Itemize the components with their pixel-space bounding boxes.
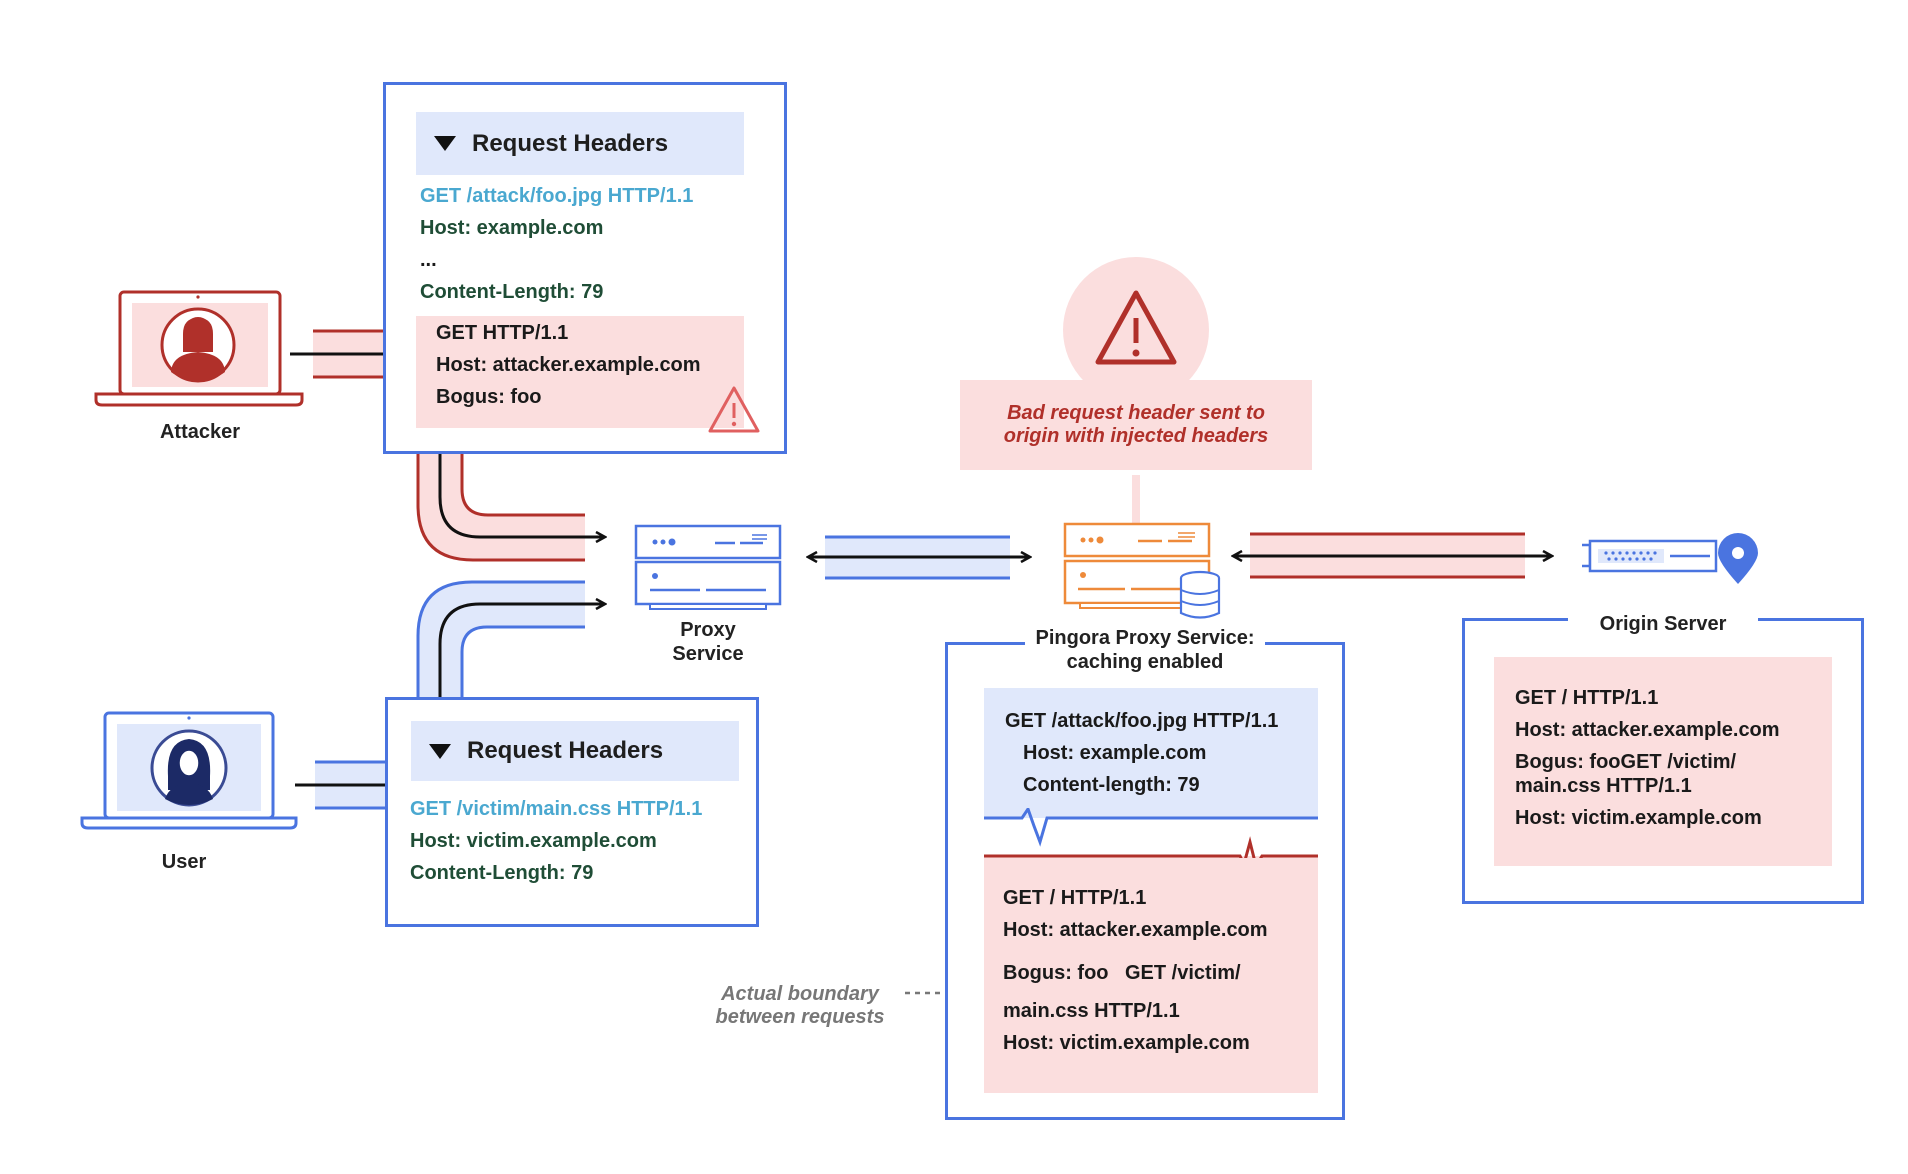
attacker-request-headers-toggle[interactable]: Request Headers <box>416 112 744 175</box>
origin-received-request: GET / HTTP/1.1 Host: attacker.example.co… <box>1494 657 1832 866</box>
origin-server-icon <box>1582 533 1758 584</box>
boundary-note-line2: between requests <box>715 1006 885 1028</box>
proxy-server-icon <box>634 524 782 610</box>
proxy-label-line2: Service <box>672 643 744 665</box>
warning-icon <box>708 386 760 433</box>
pingora-first-line1: GET /attack/foo.jpg HTTP/1.1 <box>1005 710 1279 732</box>
pingora-victim-part: GET /victim/ <box>1125 962 1241 984</box>
collapse-triangle-icon <box>434 136 456 151</box>
cache-database-icon <box>1179 570 1221 620</box>
attacker-connector <box>290 329 383 379</box>
warning-text-line1: Bad request header sent to <box>1007 402 1265 424</box>
pingora-origin-link <box>1233 532 1552 579</box>
attacker-pipe <box>416 452 605 562</box>
pingora-first-line2: Host: example.com <box>1023 742 1207 764</box>
injected-host: Host: attacker.example.com <box>436 354 701 376</box>
user-request-headers-toggle[interactable]: Request Headers <box>411 721 739 781</box>
pingora-first-request: GET /attack/foo.jpg HTTP/1.1 Host: examp… <box>984 688 1318 818</box>
pingora-second-line1: GET / HTTP/1.1 <box>1003 887 1147 909</box>
proxy-label-line1: Proxy <box>680 619 736 641</box>
pingora-second-request: GET / HTTP/1.1 Host: attacker.example.co… <box>984 857 1318 1093</box>
origin-label: Origin Server <box>1599 613 1727 635</box>
pingora-bogus: Bogus: foo <box>1003 962 1109 984</box>
user-connector <box>295 760 385 810</box>
ellipsis-text: ... <box>420 249 437 271</box>
pingora-server-icon <box>1063 475 1211 609</box>
collapse-triangle-icon <box>429 743 451 759</box>
warning-callout: Bad request header sent to origin with i… <box>960 380 1312 470</box>
origin-line5: Host: victim.example.com <box>1515 807 1762 829</box>
origin-line4: main.css HTTP/1.1 <box>1515 775 1692 797</box>
injected-bogus: Bogus: foo <box>436 386 542 408</box>
content-length-header: Content-Length: 79 <box>410 862 594 884</box>
user-label: User <box>161 851 207 873</box>
origin-label-bg <box>1568 605 1758 641</box>
panel-title: Request Headers <box>467 737 664 764</box>
warning-text-line2: origin with injected headers <box>1003 425 1269 447</box>
user-pipe <box>416 580 605 697</box>
pingora-label-bg <box>1025 625 1265 681</box>
host-header: Host: example.com <box>420 217 604 239</box>
injected-request-line: GET HTTP/1.1 <box>436 322 569 344</box>
origin-line3: Bogus: fooGET /victim/ <box>1515 751 1737 773</box>
injected-headers-box: GET HTTP/1.1 Host: attacker.example.com … <box>416 316 760 433</box>
attacker-request-panel: Request Headers GET /attack/foo.jpg HTTP… <box>383 82 787 454</box>
pingora-label-line1: Pingora Proxy Service: <box>1035 627 1255 649</box>
torn-edge-red <box>984 836 1318 866</box>
user-request-panel: Request Headers GET /victim/main.css HTT… <box>385 697 759 927</box>
origin-line2: Host: attacker.example.com <box>1515 719 1780 741</box>
proxy-pingora-link <box>808 535 1030 580</box>
user-laptop-icon <box>80 711 298 830</box>
pingora-second-line4: main.css HTTP/1.1 <box>1003 1000 1180 1022</box>
origin-line1: GET / HTTP/1.1 <box>1515 687 1659 709</box>
attacker-label: Attacker <box>159 421 241 443</box>
pingora-label-line2: caching enabled <box>1066 651 1224 673</box>
request-line: GET /attack/foo.jpg HTTP/1.1 <box>420 185 694 207</box>
pingora-second-line5: Host: victim.example.com <box>1003 1032 1250 1054</box>
host-header: Host: victim.example.com <box>410 830 657 852</box>
pingora-second-line2: Host: attacker.example.com <box>1003 919 1268 941</box>
warning-circle-icon <box>1063 257 1209 403</box>
attacker-laptop-icon <box>94 290 304 407</box>
panel-title: Request Headers <box>472 129 669 157</box>
pingora-first-line3: Content-length: 79 <box>1023 774 1200 796</box>
content-length-header: Content-Length: 79 <box>420 281 604 303</box>
boundary-note-line1: Actual boundary <box>721 983 879 1005</box>
request-line: GET /victim/main.css HTTP/1.1 <box>410 798 703 820</box>
